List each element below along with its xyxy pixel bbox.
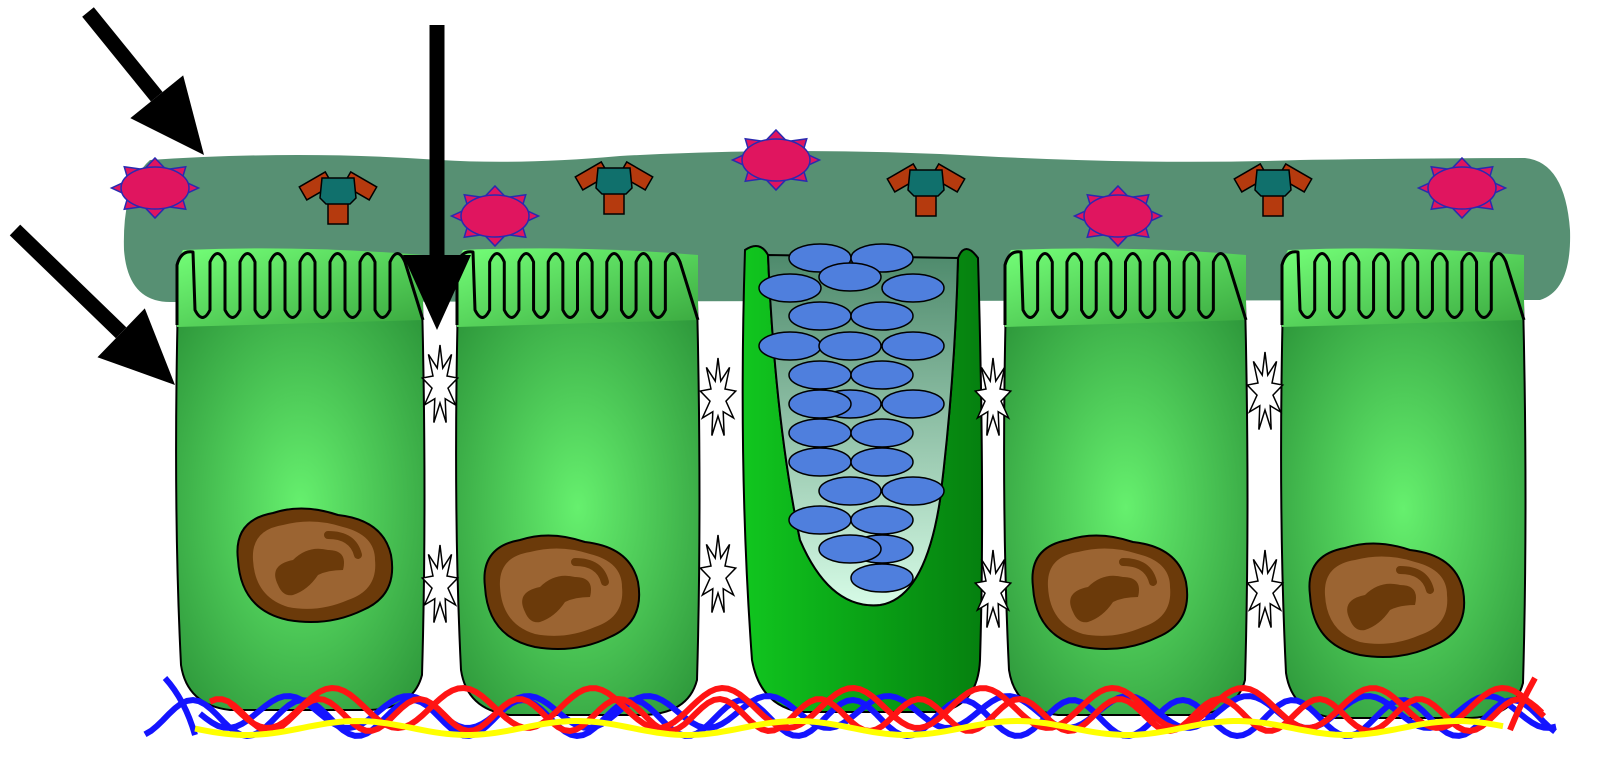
mucin-granule-icon — [882, 332, 944, 360]
goblet-cell — [743, 244, 982, 712]
antibody-stem — [1263, 194, 1283, 216]
mucin-granule-icon — [789, 506, 851, 534]
starburst-junction-icon — [422, 345, 457, 423]
arrow-shaft — [88, 12, 157, 97]
mucin-granule-icon — [851, 448, 913, 476]
cell-body — [176, 300, 424, 710]
arrow-shaft — [15, 230, 121, 333]
antibody-core — [1255, 170, 1291, 196]
star-pathogen-icon — [733, 130, 820, 190]
mucin-granule-icon — [789, 390, 851, 418]
starburst-junction-icon — [422, 545, 457, 623]
pathogen-body — [742, 139, 810, 181]
mucin-granule-icon — [789, 361, 851, 389]
mucin-granule-icon — [882, 477, 944, 505]
mucin-granule-icon — [759, 332, 821, 360]
mucin-granule-icon — [819, 535, 881, 563]
nucleus-icon — [484, 535, 639, 649]
star-pathogen-icon — [452, 186, 539, 246]
mucin-granule-icon — [851, 419, 913, 447]
starburst-junction-icon — [1247, 352, 1282, 430]
mucin-granule-icon — [882, 274, 944, 302]
antibody-stem — [916, 194, 936, 216]
star-pathogen-icon — [1075, 186, 1162, 246]
pathogen-body — [461, 195, 529, 237]
antibody-core — [908, 170, 944, 196]
star-pathogen-icon — [112, 158, 199, 218]
mucin-granule-icon — [851, 361, 913, 389]
mucin-granule-icon — [789, 448, 851, 476]
mucin-granule-icon — [819, 477, 881, 505]
antibody-core — [596, 168, 632, 194]
cell-body — [1004, 300, 1247, 715]
mucin-granule-icon — [819, 332, 881, 360]
mucin-granule-icon — [851, 564, 913, 592]
antibody-stem — [604, 192, 624, 214]
nucleus-icon — [1309, 543, 1464, 657]
pathogen-body — [1084, 195, 1152, 237]
absorptive-cell-4 — [1004, 248, 1247, 715]
cell-body — [456, 300, 699, 715]
absorptive-cell-5 — [1281, 248, 1525, 718]
star-pathogen-icon — [1419, 158, 1506, 218]
mucin-granule-icon — [851, 302, 913, 330]
mucin-granule-icon — [819, 263, 881, 291]
mucin-granule-icon — [882, 390, 944, 418]
nucleus-icon — [1032, 535, 1187, 649]
mucin-granule-icon — [851, 506, 913, 534]
nucleus-icon — [237, 508, 392, 622]
antibody-stem — [328, 202, 348, 224]
starburst-junction-icon — [700, 358, 735, 436]
absorptive-cell-2 — [456, 248, 699, 715]
mucin-granule-icon — [789, 302, 851, 330]
pathogen-body — [1428, 167, 1496, 209]
starburst-junction-icon — [700, 535, 735, 613]
mucin-granule-icon — [789, 419, 851, 447]
pathogen-body — [121, 167, 189, 209]
arrow-icon — [88, 12, 204, 155]
absorptive-cell-1 — [176, 248, 424, 710]
mucin-granule-icon — [759, 274, 821, 302]
antibody-core — [320, 178, 356, 204]
starburst-junction-icon — [1247, 550, 1282, 628]
